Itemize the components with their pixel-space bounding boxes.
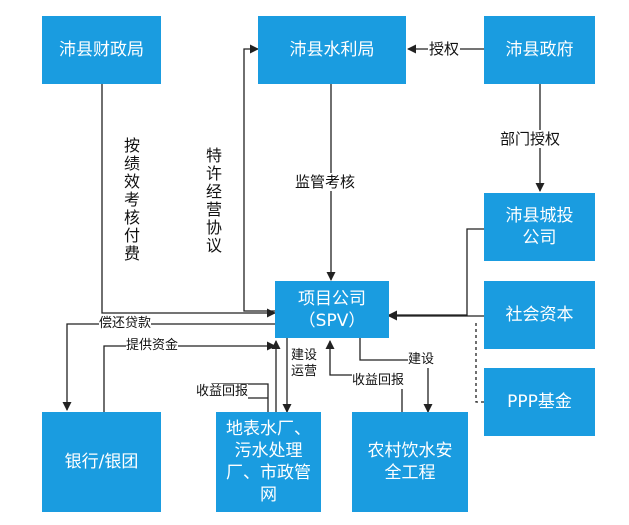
edge-build xyxy=(359,338,433,413)
label-dept-authorize: 部门授权 xyxy=(500,130,561,148)
label-pay-by-performance: 按绩效考核付费 xyxy=(123,136,140,263)
node-water: 沛县水利局 xyxy=(258,16,406,84)
node-social-label: 社会资本 xyxy=(505,305,574,325)
label-authorize: 授权 xyxy=(428,40,461,58)
label-build-operate: 建设运营 xyxy=(291,348,319,380)
node-chengtou-label: 沛县城投公司 xyxy=(505,206,574,248)
label-supervise: 监管考核 xyxy=(295,173,356,191)
node-ppp-label: PPP基金 xyxy=(507,392,572,412)
edge-ppp xyxy=(475,320,484,403)
node-finance: 沛县财政局 xyxy=(42,16,161,84)
node-water-label: 沛县水利局 xyxy=(289,40,375,60)
label-return-rural: 收益回报 xyxy=(352,373,405,389)
node-project: 项目公司（SPV） xyxy=(275,281,389,338)
node-finance-label: 沛县财政局 xyxy=(59,40,144,60)
label-build: 建设 xyxy=(408,352,435,368)
edge-funding xyxy=(103,341,276,412)
node-social: 社会资本 xyxy=(484,281,595,349)
label-funding: 提供资金 xyxy=(126,338,179,354)
node-bank: 银行/银团 xyxy=(42,412,161,512)
node-plant-label: 地表水厂、污水处理厂、市政管网 xyxy=(226,419,311,505)
edge-chengtou xyxy=(388,228,484,320)
edge-repay xyxy=(62,323,275,411)
edge-franchise xyxy=(243,44,275,312)
node-bank-label: 银行/银团 xyxy=(64,452,139,472)
label-return-plant: 收益回报 xyxy=(196,384,249,400)
node-rural-label: 农村饮水安全工程 xyxy=(367,441,453,483)
edge-pay-by-performance xyxy=(101,84,276,318)
node-project-label: 项目公司（SPV） xyxy=(298,288,366,331)
label-repay: 偿还贷款 xyxy=(99,316,152,332)
node-gov-label: 沛县政府 xyxy=(505,40,574,60)
label-franchise: 特许经营协议 xyxy=(205,146,222,255)
node-gov: 沛县政府 xyxy=(484,16,595,84)
node-ppp: PPP基金 xyxy=(484,368,595,436)
node-rural: 农村饮水安全工程 xyxy=(352,412,468,512)
node-chengtou: 沛县城投公司 xyxy=(484,193,595,261)
node-plant: 地表水厂、污水处理厂、市政管网 xyxy=(216,412,321,512)
